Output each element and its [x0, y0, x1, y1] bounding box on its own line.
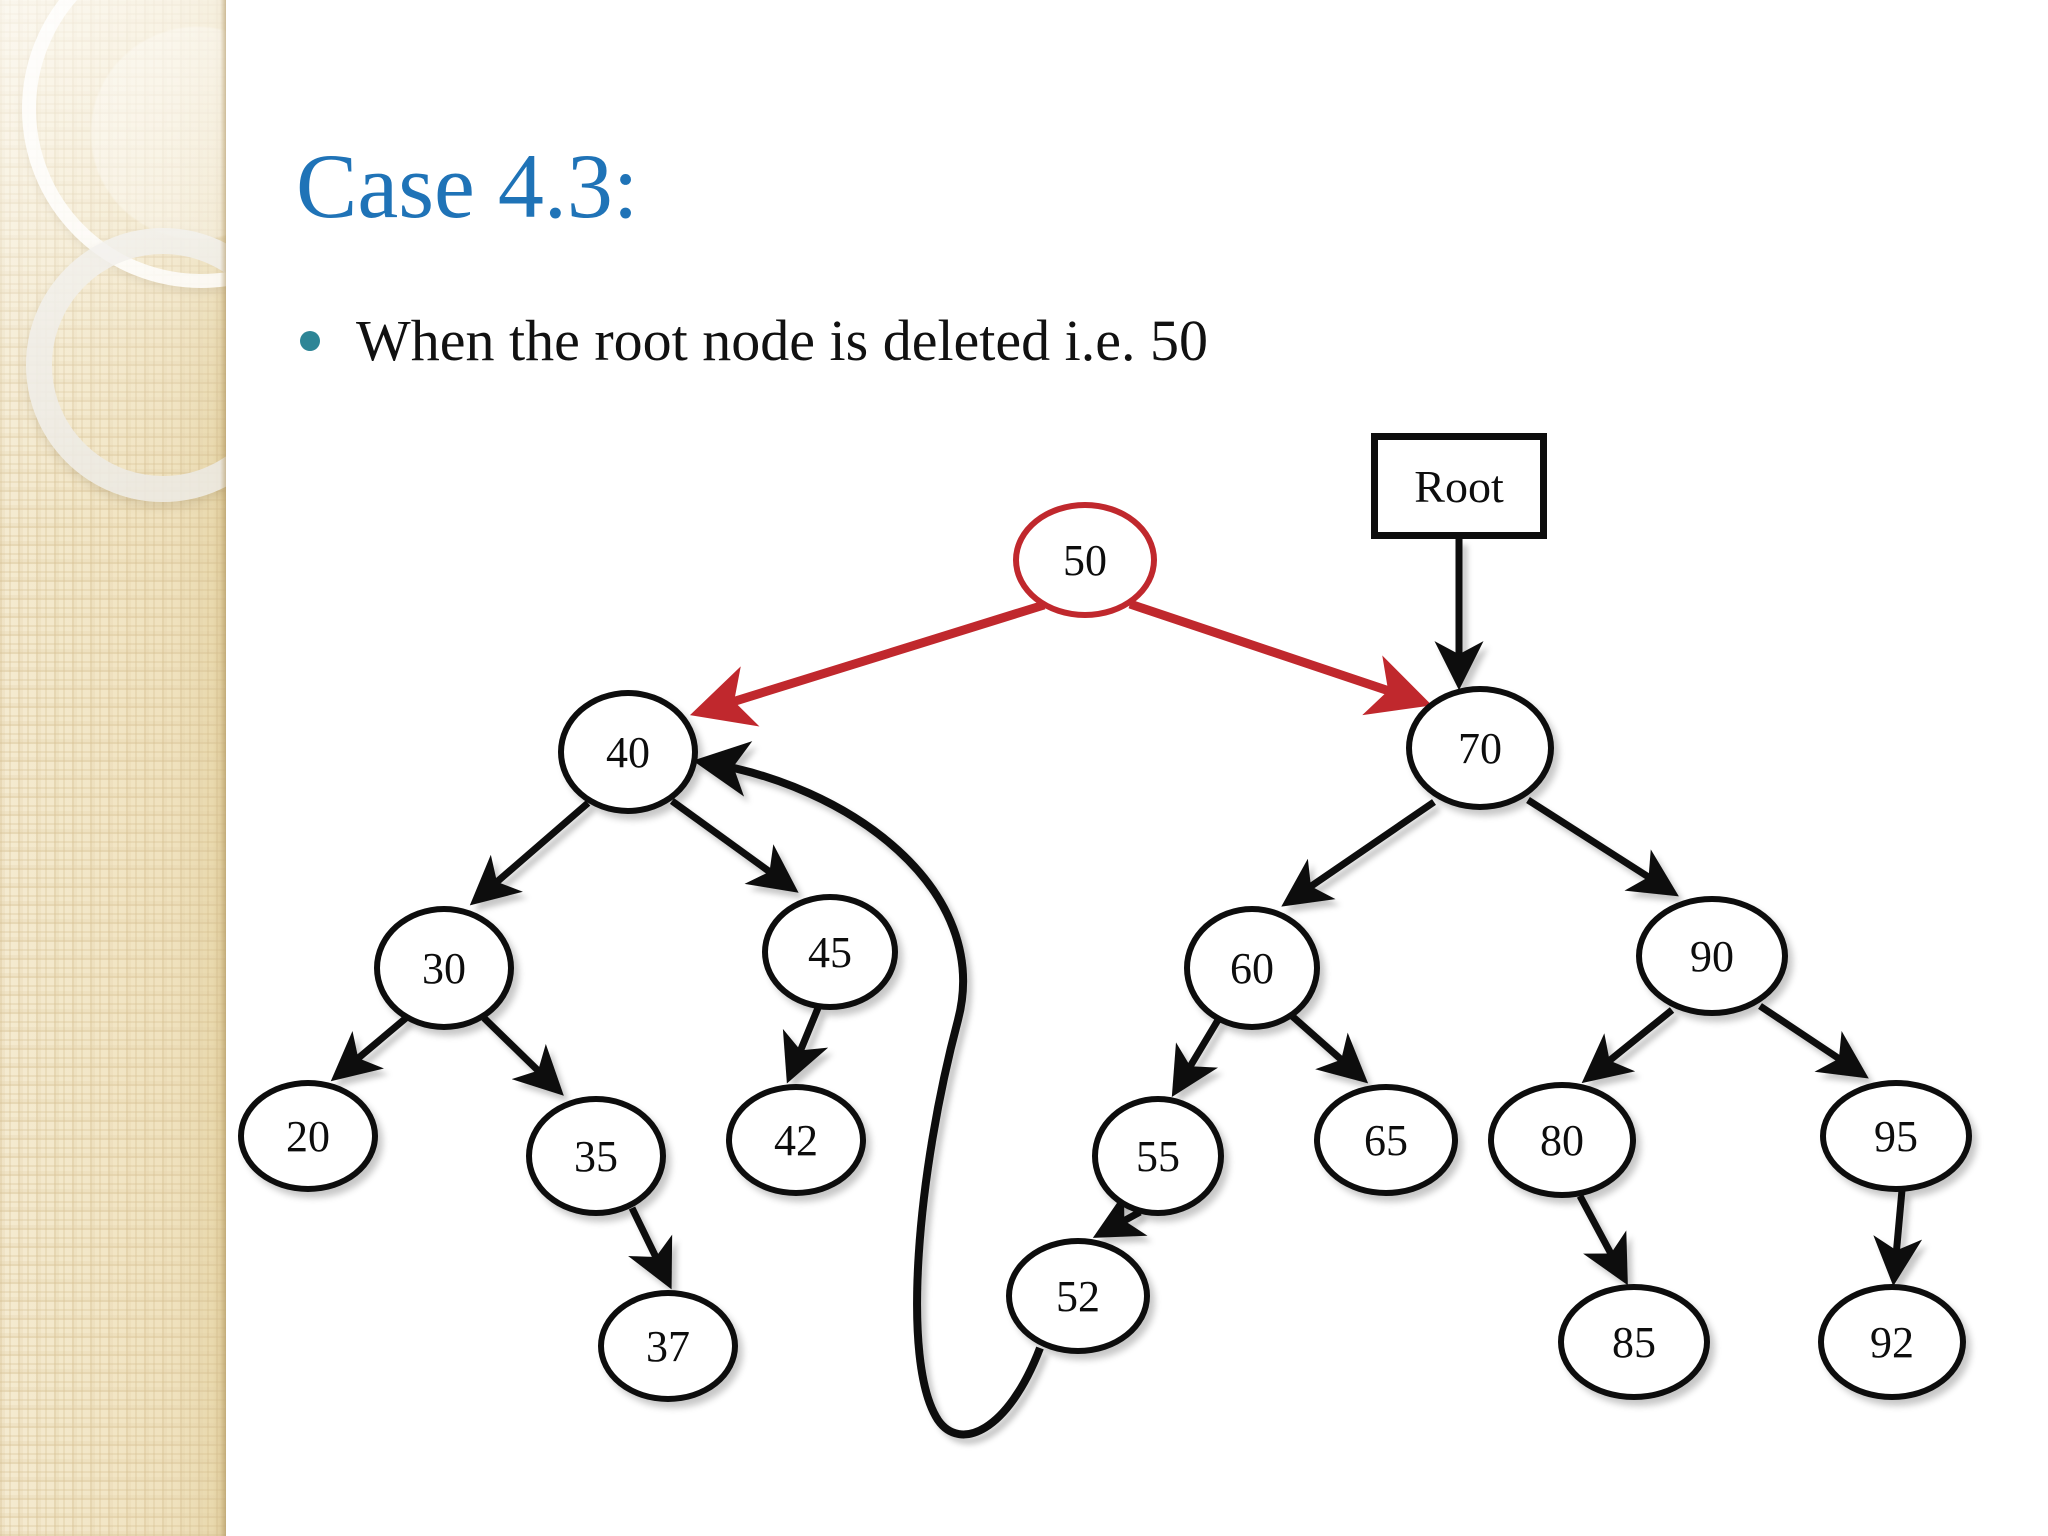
root-pointer-label: Root [1414, 460, 1504, 512]
tree-node-85[interactable]: 85 [1558, 1284, 1710, 1400]
edge-90-to-80 [1581, 1007, 1675, 1084]
edge-45-to-42 [782, 1006, 829, 1084]
tree-node-40[interactable]: 40 [558, 690, 698, 814]
edge-35-to-37 [628, 1206, 673, 1290]
tree-node-52-label: 52 [1056, 1271, 1100, 1321]
tree-node-20[interactable]: 20 [238, 1080, 378, 1192]
tree-node-35-label: 35 [574, 1131, 618, 1181]
tree-node-70[interactable]: 70 [1406, 686, 1554, 810]
edge-70-to-90 [1526, 797, 1679, 897]
tree-node-20-label: 20 [286, 1111, 330, 1161]
edge-50-to-70-highlight [1128, 599, 1432, 716]
tree-node-90-label: 90 [1690, 931, 1734, 981]
edge-50-to-40-highlight [689, 600, 1046, 727]
tree-node-80-label: 80 [1540, 1115, 1584, 1165]
edge-80-to-85 [1576, 1194, 1628, 1286]
tree-node-85-label: 85 [1612, 1317, 1656, 1367]
edge-60-to-55 [1171, 1018, 1222, 1098]
tree-node-50[interactable]: 50 [1013, 502, 1157, 618]
edge-30-to-35 [481, 1015, 564, 1096]
bullet-item: When the root node is deleted i.e. 50 [300, 312, 1208, 370]
bullet-item-label: When the root node is deleted i.e. 50 [356, 308, 1209, 373]
sidebar-highlight-overlay [0, 0, 226, 1536]
tree-node-80[interactable]: 80 [1488, 1082, 1636, 1198]
edge-95-to-92 [1873, 1189, 1923, 1287]
tree-node-92-label: 92 [1870, 1317, 1914, 1367]
tree-node-35[interactable]: 35 [526, 1096, 666, 1216]
tree-node-37-label: 37 [646, 1321, 690, 1371]
root-pointer-box: Root [1371, 433, 1547, 539]
edge-40-to-45 [669, 798, 799, 893]
tree-node-65-label: 65 [1364, 1115, 1408, 1165]
edge-30-to-20 [330, 1015, 409, 1082]
edge-60-to-65 [1289, 1013, 1369, 1084]
tree-node-95-label: 95 [1874, 1111, 1918, 1161]
tree-node-42[interactable]: 42 [726, 1084, 866, 1196]
edge-55-to-52 [1092, 1192, 1148, 1238]
tree-node-95[interactable]: 95 [1820, 1080, 1972, 1192]
tree-node-55[interactable]: 55 [1092, 1096, 1224, 1216]
tree-node-30-label: 30 [422, 943, 466, 993]
tree-node-45[interactable]: 45 [762, 894, 898, 1010]
bullet-dot-icon [300, 331, 320, 351]
tree-node-65[interactable]: 65 [1314, 1084, 1458, 1196]
decorative-sidebar [0, 0, 226, 1536]
tree-node-45-label: 45 [808, 927, 852, 977]
edge-40-to-30 [469, 800, 591, 906]
edge-90-to-95 [1758, 1003, 1869, 1079]
tree-node-60[interactable]: 60 [1184, 906, 1320, 1030]
tree-node-40-label: 40 [606, 727, 650, 777]
tree-node-30[interactable]: 30 [374, 906, 514, 1030]
edge-70-to-60 [1281, 799, 1436, 907]
tree-node-55-label: 55 [1136, 1131, 1180, 1181]
page-title: Case 4.3: [296, 135, 639, 237]
tree-node-60-label: 60 [1230, 943, 1274, 993]
tree-node-70-label: 70 [1458, 723, 1502, 773]
tree-node-90[interactable]: 90 [1636, 896, 1788, 1016]
sidebar-edge-shadow [220, 0, 226, 1536]
tree-node-37[interactable]: 37 [598, 1290, 738, 1402]
tree-node-50-label: 50 [1063, 535, 1107, 585]
tree-node-52[interactable]: 52 [1006, 1238, 1150, 1354]
tree-node-42-label: 42 [774, 1115, 818, 1165]
tree-node-92[interactable]: 92 [1818, 1284, 1966, 1400]
